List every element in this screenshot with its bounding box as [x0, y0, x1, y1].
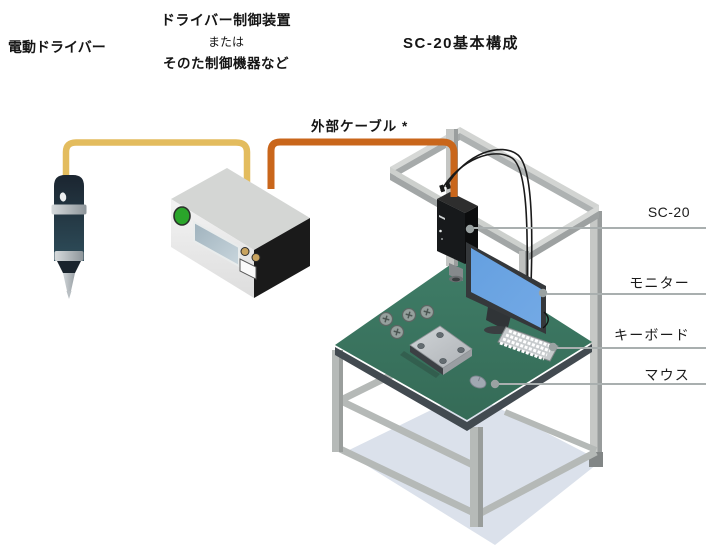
power-button — [173, 206, 191, 226]
heading-controller-line3: そのた制御機器など — [163, 56, 289, 71]
controller-key — [239, 258, 257, 280]
controller-box — [171, 168, 310, 298]
monitor — [466, 242, 549, 334]
screw — [419, 304, 435, 320]
controller-knob — [240, 247, 250, 256]
heading-controller: ドライバー制御装置 または そのた制御機器など — [140, 10, 312, 72]
leader-dots — [465, 224, 558, 389]
driver-cable — [62, 139, 251, 184]
callout-monitor: モニター — [629, 275, 690, 291]
heading-controller-line1: ドライバー制御装置 — [160, 12, 292, 28]
callout-keyboard: キーボード — [614, 327, 690, 343]
controller-knob — [251, 253, 261, 262]
external-cable-label: 外部ケーブル * — [311, 119, 409, 134]
external-cable — [267, 138, 458, 197]
leader-lines — [474, 227, 706, 385]
workbench-top — [335, 258, 592, 431]
controller-display — [193, 220, 240, 268]
workbench-surface — [335, 258, 592, 420]
electric-screwdriver — [51, 139, 251, 299]
bench-leg-left — [332, 350, 343, 452]
gantry-frame — [390, 127, 599, 277]
signal-wires — [440, 148, 533, 289]
keyboard — [497, 326, 559, 362]
heading-system-title: SC-20基本構成 — [403, 35, 520, 52]
gantry-right-post — [589, 211, 603, 467]
screw — [389, 324, 405, 340]
fixture-plate — [400, 325, 473, 378]
screw — [378, 311, 394, 327]
heading-controller-line2: または — [207, 35, 244, 49]
screws — [378, 304, 435, 340]
screw — [401, 307, 417, 323]
bench-leg-front — [470, 427, 483, 527]
camera-lens — [449, 263, 463, 283]
driver-bit — [66, 291, 72, 299]
callout-mouse: マウス — [644, 367, 690, 383]
mouse — [469, 375, 487, 389]
heading-electric-screwdriver: 電動ドライバー — [8, 39, 106, 55]
callout-sc20: SC-20 — [647, 204, 690, 220]
